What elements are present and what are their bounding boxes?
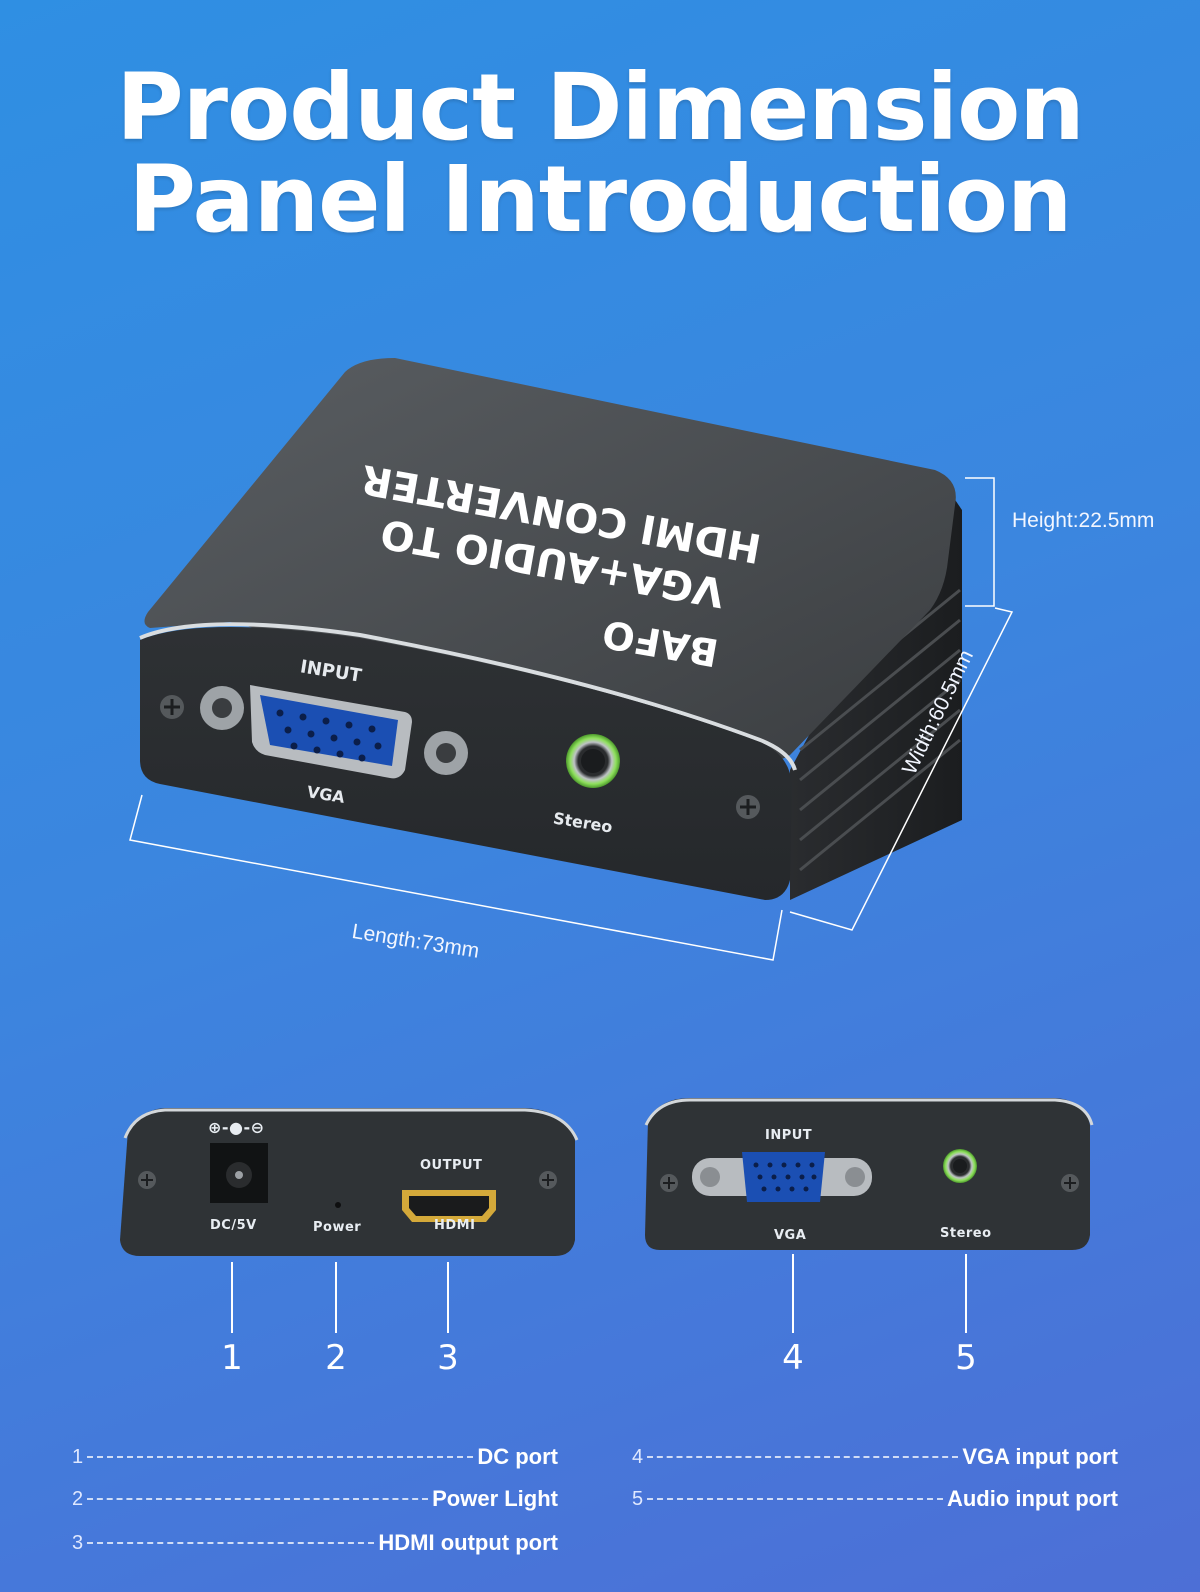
hdmi-port <box>402 1190 496 1222</box>
callout-number-4: 4 <box>782 1338 804 1378</box>
legend-dashes <box>87 1456 474 1458</box>
legend-item-dc-port: 1 DC port <box>72 1442 558 1472</box>
right-stereo-label: Stereo <box>940 1226 992 1241</box>
legend-text: VGA input port <box>962 1444 1118 1469</box>
legend-text: DC port <box>477 1444 558 1469</box>
legend-text: Audio input port <box>946 1486 1118 1511</box>
legend-number: 4 <box>632 1445 644 1468</box>
dc-label: DC/5V <box>210 1218 257 1233</box>
legend-number: 1 <box>72 1445 84 1468</box>
dimension-lines <box>129 477 1014 961</box>
vga-port <box>200 685 468 779</box>
title-line-1: Product Dimension <box>116 54 1085 161</box>
legend-item-vga-input-port: 4 VGA input port <box>632 1442 1118 1472</box>
callout-number-1: 1 <box>221 1338 243 1378</box>
title-line-2: Panel Introduction <box>128 146 1073 253</box>
callout-number-3: 3 <box>437 1338 459 1378</box>
screw-icon <box>1061 1174 1079 1192</box>
legend-item-hdmi-output-port: 3 HDMI output port <box>72 1528 558 1558</box>
left-panel <box>120 1108 579 1256</box>
legend-item-power-light: 2 Power Light <box>72 1484 558 1514</box>
legend-dashes <box>647 1498 943 1500</box>
power-label: Power <box>313 1220 362 1235</box>
callout-number-2: 2 <box>325 1338 347 1378</box>
legend-dashes <box>87 1498 429 1500</box>
power-led <box>335 1202 341 1208</box>
right-panel <box>644 1098 1094 1250</box>
callout-number-5: 5 <box>955 1338 977 1378</box>
legend-dashes <box>647 1456 959 1458</box>
legend-item-audio-input-port: 5 Audio input port <box>632 1484 1118 1514</box>
screw-icon <box>736 795 760 819</box>
screw-icon <box>138 1171 156 1189</box>
legend-number: 5 <box>632 1487 644 1510</box>
callout-lines <box>231 1254 967 1333</box>
device-top-surface <box>144 358 956 760</box>
legend-text: HDMI output port <box>378 1530 558 1555</box>
screw-icon <box>160 695 184 719</box>
output-label: OUTPUT <box>420 1158 483 1173</box>
right-vga-label: VGA <box>774 1228 807 1243</box>
stereo-jack <box>566 734 620 788</box>
polarity-icon: ⊕-●-⊖ <box>208 1118 265 1137</box>
legend-dashes <box>87 1542 375 1544</box>
legend-text: Power Light <box>432 1486 558 1511</box>
stereo-jack <box>943 1149 977 1183</box>
hdmi-label: HDMI <box>434 1218 476 1233</box>
screw-icon <box>660 1174 678 1192</box>
legend-number: 3 <box>72 1531 84 1554</box>
right-input-label: INPUT <box>765 1128 813 1143</box>
vga-port <box>692 1152 872 1202</box>
height-label: Height:22.5mm <box>1012 509 1155 532</box>
page-title: Product Dimension Panel Introduction <box>0 62 1200 246</box>
screw-icon <box>539 1171 557 1189</box>
legend-number: 2 <box>72 1487 84 1510</box>
